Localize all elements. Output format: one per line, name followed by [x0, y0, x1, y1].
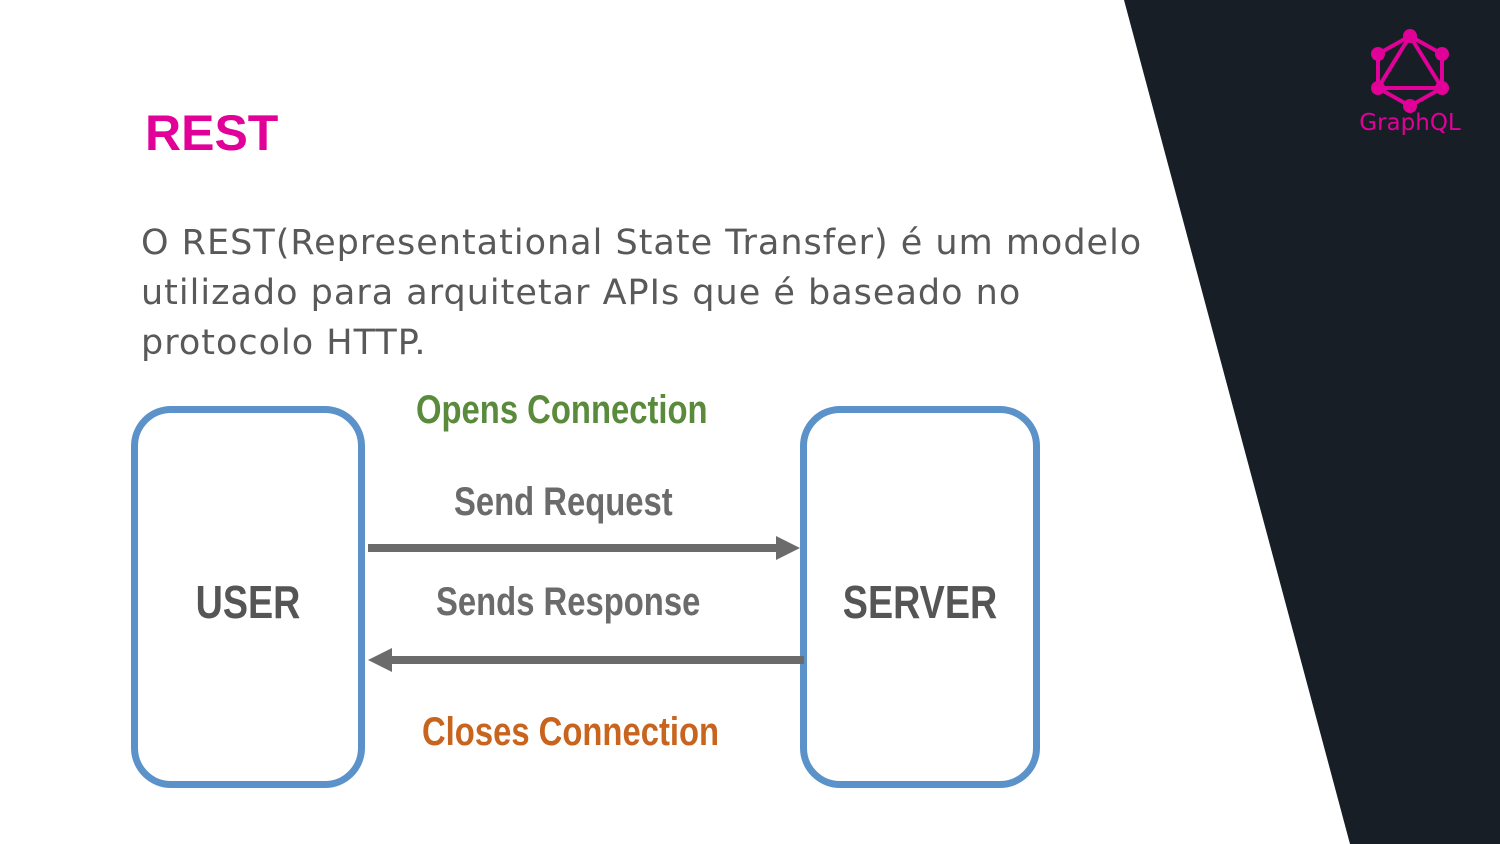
opens-connection-label: Opens Connection — [416, 388, 708, 432]
slide-body-text: O REST(Representational State Transfer) … — [141, 223, 1143, 363]
graphql-logo-icon — [1371, 29, 1449, 113]
user-label: USER — [195, 576, 301, 628]
server-label: SERVER — [842, 576, 998, 628]
closes-connection-label: Closes Connection — [422, 710, 720, 754]
sends-response-label: Sends Response — [436, 580, 701, 624]
graphql-logo-text: GraphQL — [1359, 110, 1461, 136]
server-box: SERVER — [800, 406, 1040, 788]
send-request-label: Send Request — [454, 480, 673, 524]
slide-title: REST — [145, 105, 279, 161]
user-box: USER — [131, 406, 365, 788]
